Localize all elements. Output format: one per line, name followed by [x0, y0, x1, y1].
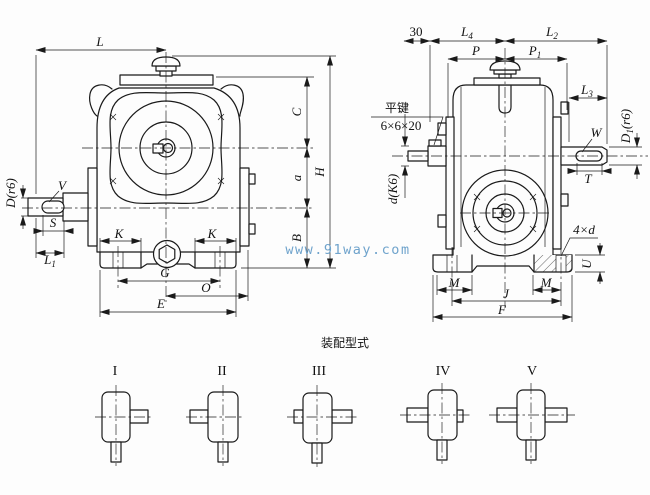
flat-key-label-line1: 平键	[385, 101, 409, 115]
right-bearing-plate	[552, 116, 562, 250]
dim-label-L1: L1	[43, 252, 56, 269]
dim-label-W: W	[591, 125, 603, 140]
type-5-label: V	[527, 364, 537, 379]
dimension-lines	[20, 38, 640, 320]
dim-label-U: U	[579, 258, 594, 269]
dim-label-G: G	[160, 265, 170, 280]
dim-label-T: T	[584, 171, 592, 186]
dim-label-P: P	[471, 43, 480, 58]
bolt-cross-marks	[473, 193, 537, 233]
drain-plug-hex	[158, 244, 176, 264]
dim-label-S: S	[50, 215, 57, 230]
type-3-schematic	[293, 392, 353, 464]
dim-label-J: J	[503, 286, 510, 301]
base	[96, 239, 241, 269]
dim-label-d-shaft: d(K6)	[385, 174, 400, 204]
input-shaft	[27, 192, 89, 222]
assembly-title: 装配型式	[321, 336, 369, 350]
dim-label-30: 30	[410, 24, 423, 39]
dim-label-L: L	[95, 34, 103, 49]
type-1-label: I	[113, 364, 118, 379]
type-4-label: IV	[436, 364, 451, 379]
flat-key-leader	[371, 116, 444, 146]
hub-keyway	[152, 143, 164, 154]
input-stub-shaft	[407, 139, 447, 167]
left-bearing-plate	[87, 167, 98, 247]
dim-label-P1: P1	[528, 43, 541, 60]
output-keyway-leader	[581, 138, 593, 153]
dim-label-B: B	[289, 234, 304, 242]
type-1-schematic	[101, 391, 149, 463]
left-ear-lug	[89, 84, 113, 117]
dim-label-K-left: K	[114, 226, 125, 241]
base	[432, 247, 573, 273]
dim-label-L2: L2	[545, 24, 558, 41]
bolt-hole-leader	[560, 237, 598, 257]
front-view	[27, 56, 256, 269]
type-5-schematic	[496, 389, 568, 461]
dim-label-K-right: K	[207, 226, 218, 241]
watermark-text: www.91way.com	[285, 242, 410, 258]
centerlines	[22, 48, 648, 467]
dim-label-a: a	[289, 174, 304, 181]
labels: L D(r6) V S L1 K K G O E C a B H 30 L4 L…	[3, 24, 635, 379]
flat-key-label-line2: 6×6×20	[381, 118, 422, 133]
dim-label-L3: L3	[580, 82, 593, 99]
assembly-schematics	[101, 389, 568, 464]
type-4-schematic	[406, 389, 464, 461]
dim-label-O: O	[201, 280, 211, 295]
right-bearing-plate	[239, 167, 250, 247]
dim-label-F: F	[497, 302, 507, 317]
right-ear-lug	[220, 84, 245, 117]
dim-label-L4: L4	[460, 24, 473, 41]
dim-label-M-right: M	[540, 275, 553, 290]
dim-label-M-left: M	[448, 275, 461, 290]
dim-label-D1-shaft: D1(r6)	[618, 109, 635, 144]
type-2-label: II	[217, 364, 227, 379]
dim-label-C: C	[289, 107, 304, 116]
type-2-schematic	[189, 391, 239, 463]
dim-label-E: E	[156, 296, 165, 311]
bolt-cross-marks	[109, 113, 225, 185]
dim-label-D-shaft: D(r6)	[3, 178, 18, 209]
top-cover-plate	[473, 77, 541, 86]
housing-outline	[96, 87, 241, 253]
dim-label-4xd: 4×d	[573, 222, 595, 237]
keyway-leader	[48, 190, 60, 203]
dim-label-V: V	[58, 178, 68, 193]
drain-plug-boss	[152, 239, 182, 269]
type-3-label: III	[312, 364, 326, 379]
housing-outline	[452, 84, 554, 249]
left-bearing-plate	[445, 116, 455, 250]
dim-label-H: H	[312, 167, 327, 178]
